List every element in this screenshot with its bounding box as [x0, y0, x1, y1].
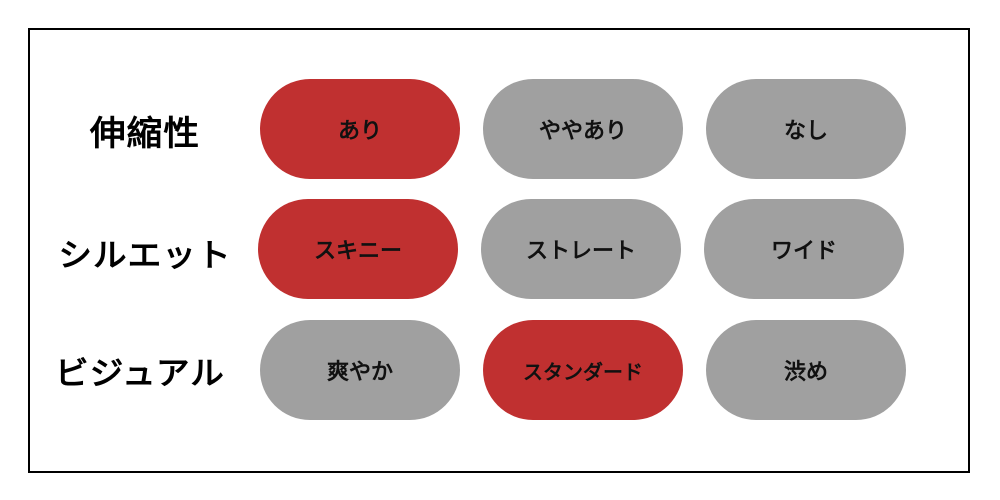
row-label-stretch: 伸縮性 [89, 114, 201, 154]
option-silhouette-wide[interactable]: ワイド [704, 199, 904, 299]
option-stretch-some[interactable]: ややあり [483, 79, 683, 179]
option-stretch-none[interactable]: なし [706, 79, 906, 179]
row-label-visual: ビジュアル [55, 354, 225, 392]
option-visual-fresh[interactable]: 爽やか [260, 320, 460, 420]
option-visual-subdued[interactable]: 渋め [706, 320, 906, 420]
option-visual-standard[interactable]: スタンダード [483, 320, 683, 420]
chart-frame [28, 28, 970, 473]
option-silhouette-skinny[interactable]: スキニー [258, 199, 458, 299]
option-stretch-yes[interactable]: あり [260, 79, 460, 179]
option-silhouette-straight[interactable]: ストレート [481, 199, 681, 299]
row-label-silhouette: シルエット [58, 236, 232, 274]
